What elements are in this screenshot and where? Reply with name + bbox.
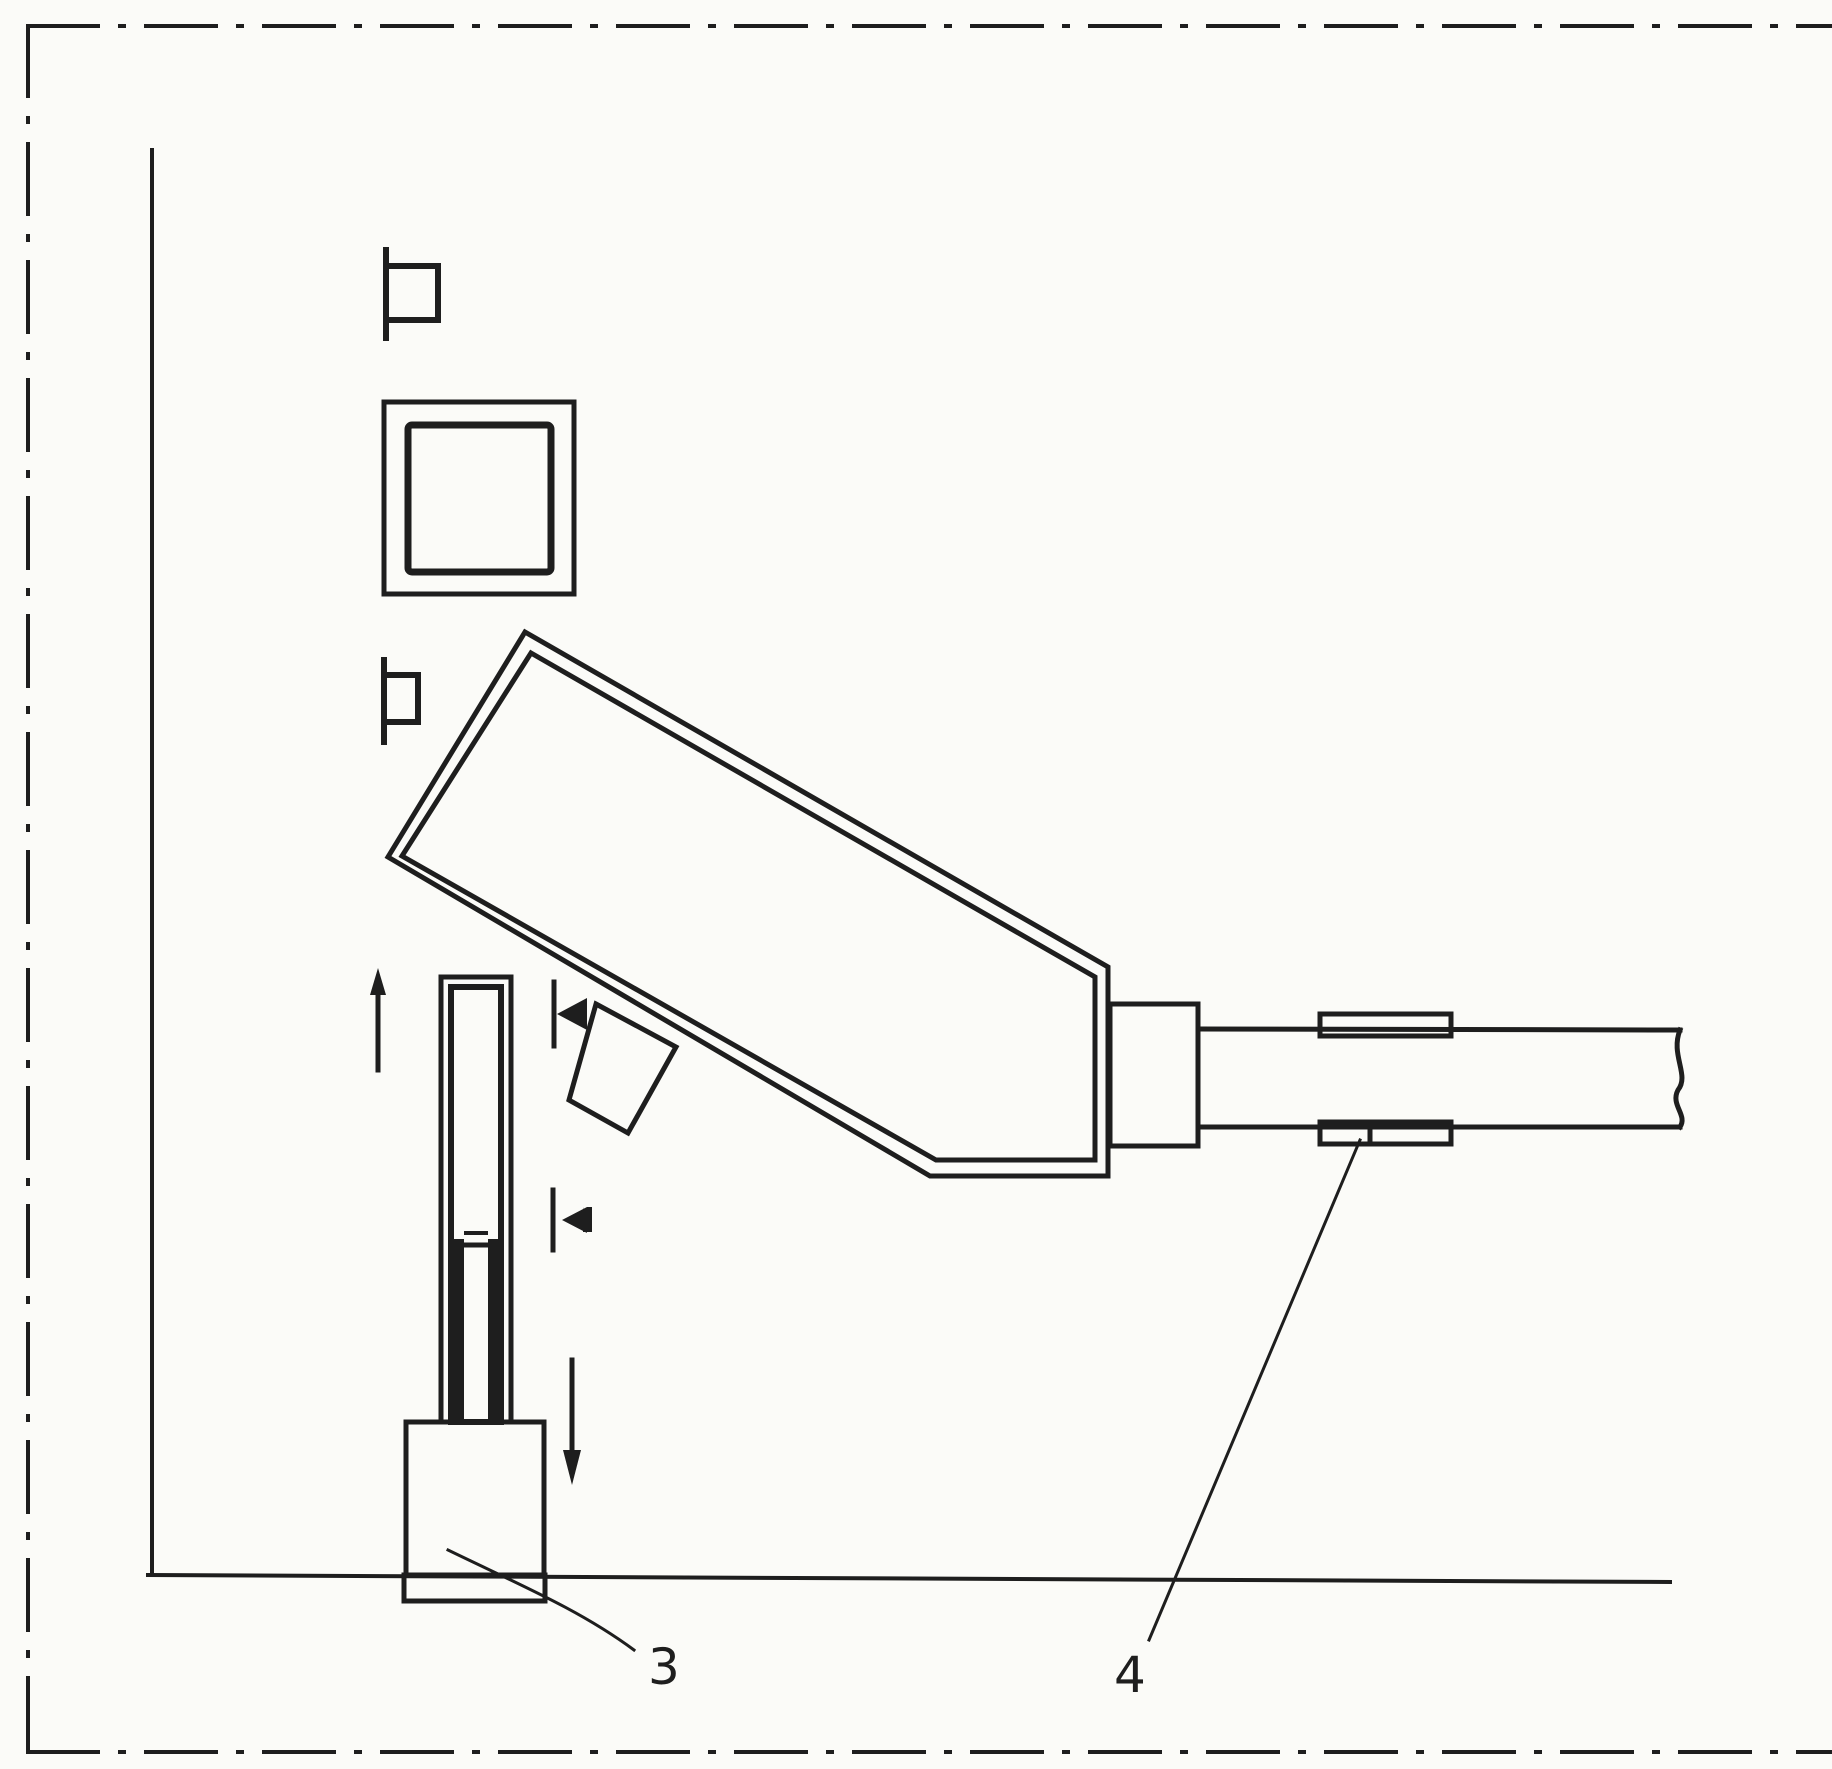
base-block [401,1419,548,1604]
section-marker-lower-icon [550,1187,592,1253]
bracket-symbol-top [383,247,441,341]
vertical-slide [438,974,514,1425]
square-box [381,399,577,597]
connector-block [1107,1001,1201,1149]
arrow-up-icon [370,968,386,1073]
room-walls [145,148,1673,1585]
leader-line-4 [1147,1138,1362,1642]
reference-label-3: 3 [648,1638,680,1696]
arrow-down-icon [563,1357,581,1485]
housing-stub [566,1000,680,1137]
section-marker-upper-icon [551,979,587,1049]
pipe [1195,1026,1685,1131]
leader-line-3 [445,1547,637,1653]
slanted-housing [384,628,1111,1179]
boundary-frame [26,24,1832,1754]
leader-lines [445,1138,1362,1653]
reference-label-4: 4 [1114,1646,1146,1704]
pipe-couplings [1317,1011,1454,1147]
floor-line [145,1572,1673,1585]
bracket-symbol-bottom [381,657,421,745]
